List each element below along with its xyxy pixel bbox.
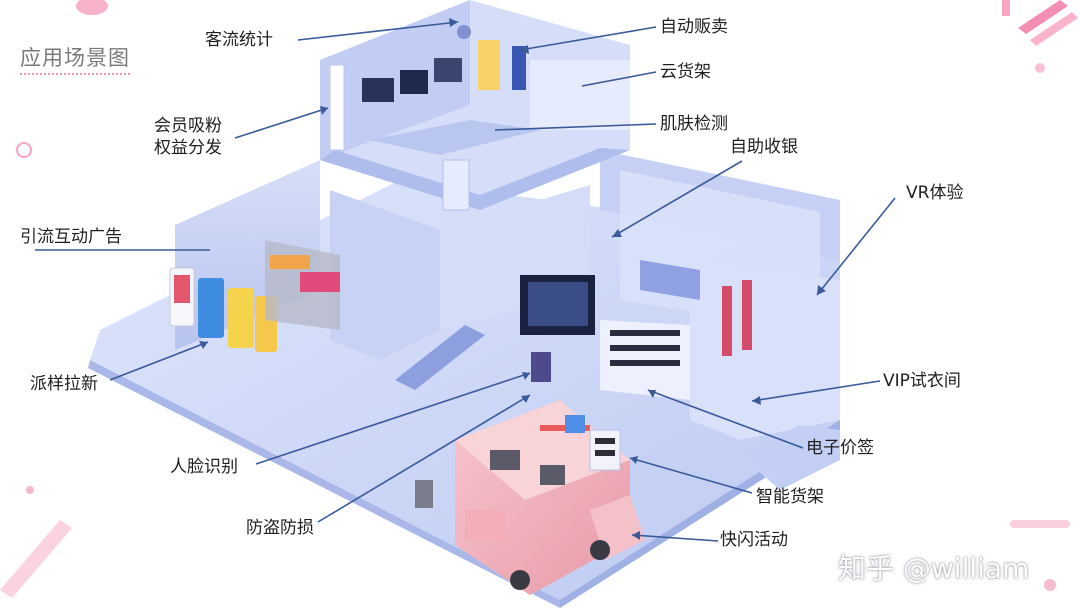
label-e-price-tag: 电子价签 — [806, 437, 874, 459]
line-member — [235, 108, 328, 138]
label-member: 会员吸粉 权益分发 — [143, 115, 233, 159]
label-vr: VR体验 — [906, 182, 963, 204]
label-vip-fitting: VIP试衣间 — [883, 370, 961, 392]
label-skin-detect: 肌肤检测 — [660, 113, 728, 135]
label-vending: 自动贩卖 — [660, 16, 728, 38]
label-member-line1: 会员吸粉 — [143, 115, 233, 137]
label-cloud-shelf: 云货架 — [660, 61, 711, 83]
label-sampling: 派样拉新 — [30, 373, 98, 395]
decor-bottom-left — [0, 486, 72, 598]
page-title: 应用场景图 — [20, 42, 130, 75]
label-customer-flow: 客流统计 — [205, 29, 273, 51]
decor-top-left — [17, 0, 108, 157]
label-face-recognition: 人脸识别 — [170, 456, 238, 478]
watermark: 知乎 @william — [838, 547, 1029, 587]
label-member-line2: 权益分发 — [143, 137, 233, 159]
label-flash-event: 快闪活动 — [720, 529, 788, 551]
decor-top-right — [1002, 0, 1078, 73]
label-self-checkout: 自助收银 — [730, 136, 798, 158]
label-ad-interaction: 引流互动广告 — [20, 226, 122, 248]
label-anti-theft: 防盗防损 — [246, 517, 314, 539]
label-smart-shelf: 智能货架 — [756, 486, 824, 508]
